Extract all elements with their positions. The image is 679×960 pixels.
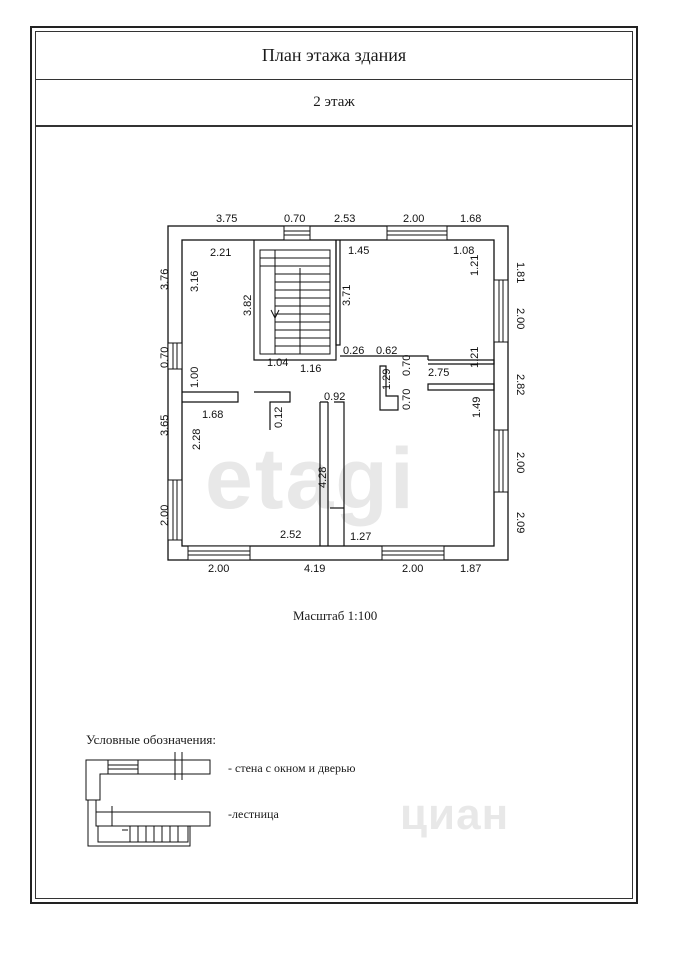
dim-top-4: 2.00 bbox=[403, 213, 424, 225]
wall-small-pier bbox=[379, 365, 399, 411]
dim-062: 0.62 bbox=[376, 345, 397, 357]
inner-wall-outline bbox=[181, 239, 495, 547]
legend-title: Условные обозначения: bbox=[86, 732, 217, 747]
legend-stair-label: -лестница bbox=[228, 807, 279, 821]
dim-room2-width: 1.45 bbox=[348, 245, 369, 257]
window-top-right bbox=[386, 225, 448, 241]
inner-frame bbox=[35, 31, 633, 899]
dim-top-3: 2.53 bbox=[334, 213, 355, 225]
dim-252: 2.52 bbox=[280, 529, 301, 541]
wall-stair-right bbox=[335, 240, 341, 346]
dim-right-2: 2.00 bbox=[514, 308, 526, 329]
floor-label: 2 этаж bbox=[313, 93, 355, 110]
window-left-top bbox=[167, 342, 183, 370]
dim-127: 1.27 bbox=[350, 531, 371, 543]
floor-row: 2 этаж bbox=[36, 79, 632, 127]
dim-room1-width: 2.21 bbox=[210, 247, 231, 259]
cian-watermark: циан bbox=[400, 790, 510, 839]
dim-room1-height: 3.16 bbox=[189, 271, 201, 292]
dim-stair-width2: 1.16 bbox=[300, 363, 321, 375]
wall-lower-divider bbox=[427, 383, 495, 391]
dim-top-2: 0.70 bbox=[284, 213, 305, 225]
dim-428: 4.28 bbox=[317, 467, 329, 488]
wall-room-divider bbox=[428, 359, 495, 365]
dimension-labels: 3.75 0.70 2.53 2.00 1.68 1.81 2.00 2.82 … bbox=[159, 213, 526, 575]
window-right-bottom bbox=[493, 429, 509, 493]
dim-stair-height: 3.82 bbox=[242, 295, 254, 316]
dim-top-1: 3.75 bbox=[216, 213, 237, 225]
dim-room2-h1: 1.21 bbox=[469, 255, 481, 276]
dim-top-5: 1.68 bbox=[460, 213, 481, 225]
dim-092: 0.92 bbox=[324, 391, 345, 403]
etagi-watermark: etagi bbox=[205, 431, 416, 527]
windows bbox=[167, 225, 509, 561]
legend-stair-symbol bbox=[87, 799, 211, 847]
wall-upper-corridor bbox=[340, 355, 429, 360]
title-row: План этажа здания bbox=[36, 32, 632, 80]
dim-left-2: 0.70 bbox=[159, 347, 171, 368]
dim-upper-height: 3.71 bbox=[341, 285, 353, 306]
window-bottom-left bbox=[187, 545, 251, 561]
wall-vertical-middle bbox=[319, 401, 329, 546]
dim-right-1: 1.81 bbox=[514, 262, 526, 283]
staircase bbox=[259, 249, 331, 355]
dim-room2-h2: 1.21 bbox=[469, 347, 481, 368]
window-right-top bbox=[493, 279, 509, 343]
dim-left-1: 3.76 bbox=[159, 269, 171, 290]
window-left-bottom bbox=[167, 479, 183, 541]
dim-bottom-1: 2.00 bbox=[208, 563, 229, 575]
dim-right-3: 2.82 bbox=[514, 374, 526, 395]
dim-149: 1.49 bbox=[471, 397, 483, 418]
window-top-left bbox=[283, 225, 311, 241]
wall-left-corridor bbox=[182, 391, 239, 403]
legend-wall-label: - стена с окном и дверью bbox=[228, 761, 356, 775]
legend-wall-symbol bbox=[85, 752, 211, 801]
dim-129: 1.29 bbox=[381, 369, 393, 390]
scale-label: Масштаб 1:100 bbox=[293, 608, 378, 623]
dim-012: 0.12 bbox=[273, 407, 285, 428]
page-title: План этажа здания bbox=[261, 45, 407, 65]
exterior-walls bbox=[167, 225, 509, 561]
wall-middle-right bbox=[334, 401, 345, 546]
stair-arrowhead-icon bbox=[270, 309, 280, 320]
interior-walls bbox=[182, 240, 495, 546]
dim-right-4: 2.00 bbox=[514, 452, 526, 473]
dim-left-4: 2.00 bbox=[159, 505, 171, 526]
dim-bottom-2: 4.19 bbox=[304, 563, 325, 575]
wall-hall-stub bbox=[254, 391, 291, 430]
dim-275: 2.75 bbox=[428, 367, 449, 379]
dim-228: 2.28 bbox=[191, 429, 203, 450]
outer-wall-outline bbox=[167, 225, 509, 561]
dim-bottom-3: 2.00 bbox=[402, 563, 423, 575]
stair-outline bbox=[259, 249, 331, 355]
dim-070a: 0.70 bbox=[401, 355, 413, 376]
dim-right-5: 2.09 bbox=[514, 512, 526, 533]
window-bottom-right bbox=[381, 545, 445, 561]
dim-168: 1.68 bbox=[202, 409, 223, 421]
dim-corridor-small: 0.26 bbox=[343, 345, 364, 357]
dim-room2-width2: 1.08 bbox=[453, 245, 474, 257]
dim-bottom-4: 1.87 bbox=[460, 563, 481, 575]
dim-door-left: 1.00 bbox=[189, 367, 201, 388]
outer-frame bbox=[30, 26, 638, 904]
dim-stair-width: 1.04 bbox=[267, 357, 288, 369]
dim-left-3: 3.65 bbox=[159, 415, 171, 436]
dim-070b: 0.70 bbox=[401, 389, 413, 410]
